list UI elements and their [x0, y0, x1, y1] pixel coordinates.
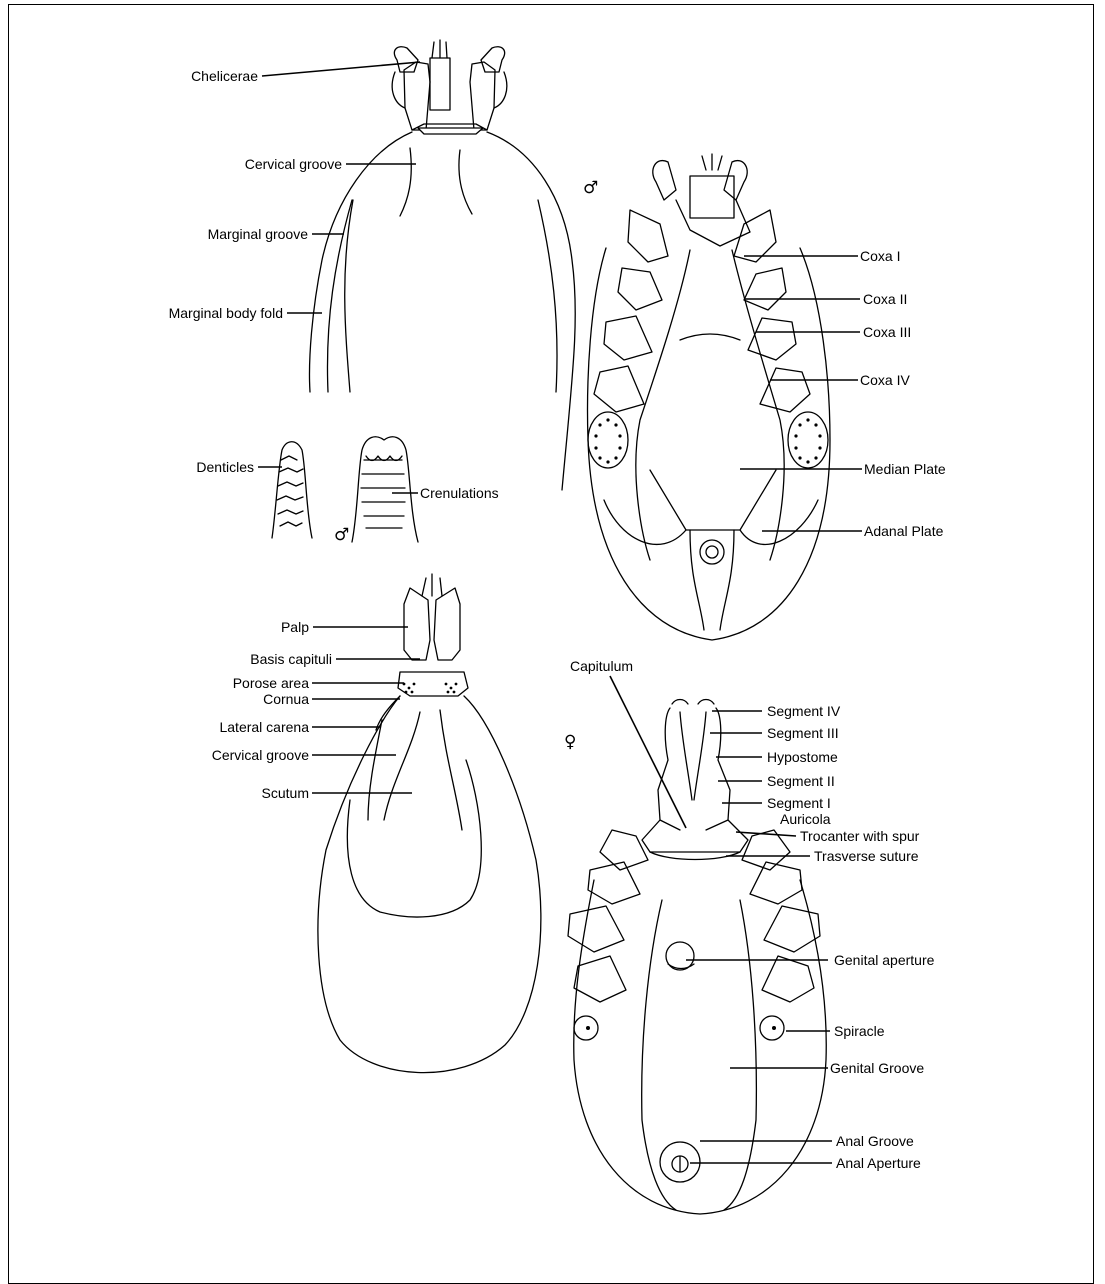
- male-symbol-ventral: ♂: [583, 178, 598, 198]
- label-segment-4: Segment IV: [767, 703, 841, 719]
- male-symbol-small: ♂: [334, 525, 349, 545]
- label-spiracle: Spiracle: [834, 1023, 885, 1039]
- label-adanal-plate: Adanal Plate: [864, 523, 944, 539]
- label-hypostome: Hypostome: [767, 749, 838, 765]
- label-trasverse-suture: Trasverse suture: [814, 848, 919, 864]
- label-auricola: Auricola: [780, 811, 831, 827]
- label-coxa-3: Coxa III: [863, 324, 911, 340]
- label-capitulum: Capitulum: [570, 658, 633, 674]
- label-basis-capituli: Basis capituli: [250, 651, 332, 667]
- labels: Chelicerae Cervical groove Marginal groo…: [169, 68, 946, 1171]
- label-coxa-2: Coxa II: [863, 291, 907, 307]
- label-cornua: Cornua: [263, 691, 309, 707]
- label-segment-3: Segment III: [767, 725, 839, 741]
- label-anal-aperture: Anal Aperture: [836, 1155, 921, 1171]
- label-coxa-4: Coxa IV: [860, 372, 910, 388]
- label-coxa-1: Coxa I: [860, 248, 900, 264]
- label-median-plate: Median Plate: [864, 461, 946, 477]
- label-crenulations: Crenulations: [420, 485, 499, 501]
- label-segment-2: Segment II: [767, 773, 835, 789]
- label-trocanter: Trocanter with spur: [800, 828, 920, 844]
- label-marginal-groove: Marginal groove: [208, 226, 309, 242]
- label-marginal-body-fold: Marginal body fold: [169, 305, 283, 321]
- label-genital-groove: Genital Groove: [830, 1060, 924, 1076]
- label-scutum: Scutum: [262, 785, 309, 801]
- label-palp: Palp: [281, 619, 309, 635]
- label-denticles: Denticles: [196, 459, 254, 475]
- label-segment-1: Segment I: [767, 795, 831, 811]
- female-dorsal-drawing: [318, 574, 541, 1073]
- female-symbol: ♀: [564, 732, 576, 752]
- label-porose-area: Porose area: [233, 675, 309, 691]
- male-dorsal-drawing: [310, 40, 576, 490]
- label-cervical-groove-bottom: Cervical groove: [212, 747, 309, 763]
- label-cervical-groove-top: Cervical groove: [245, 156, 342, 172]
- male-ventral-drawing: [588, 154, 830, 640]
- label-lateral-carena: Lateral carena: [219, 719, 309, 735]
- label-anal-groove: Anal Groove: [836, 1133, 914, 1149]
- label-genital-aperture: Genital aperture: [834, 952, 935, 968]
- label-chelicerae: Chelicerae: [191, 68, 258, 84]
